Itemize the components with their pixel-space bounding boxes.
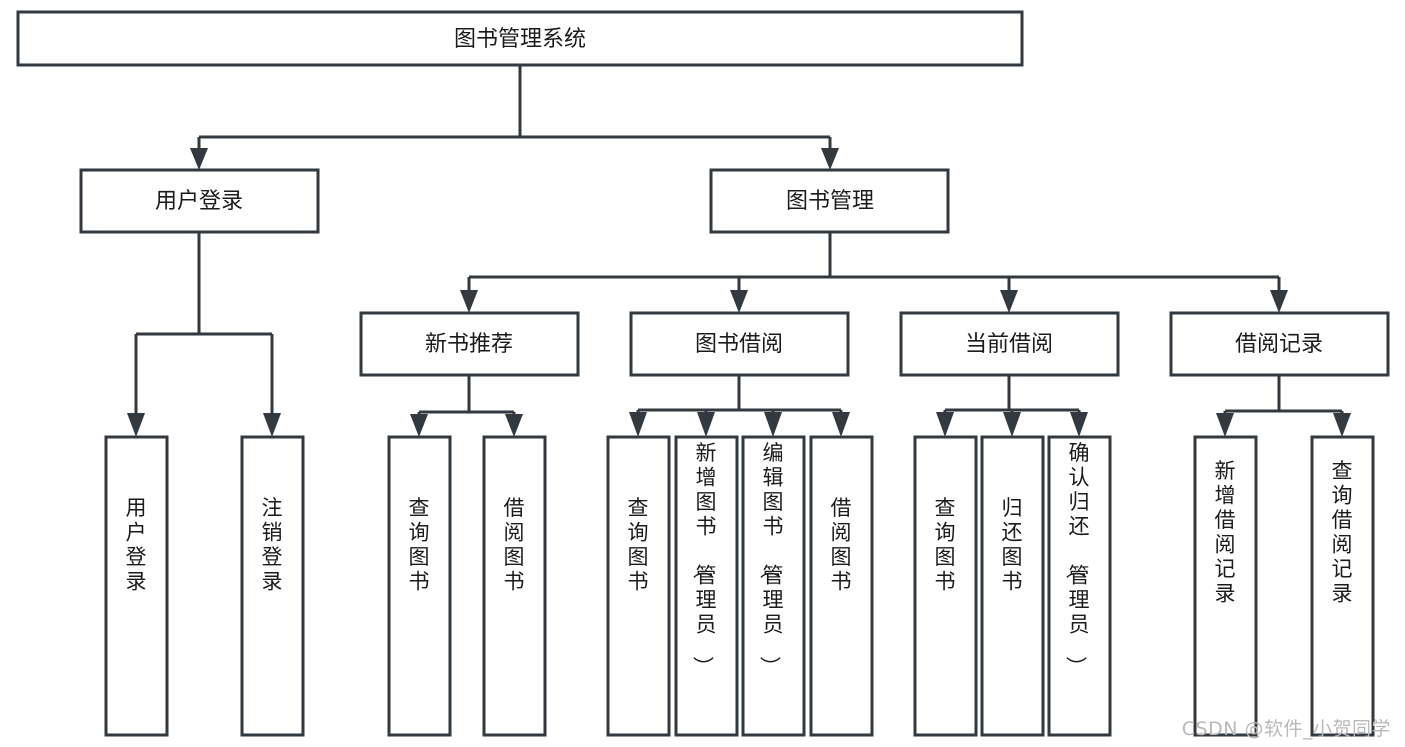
node-box: [240, 435, 305, 737]
node-book-management[interactable]: 图书管理: [709, 168, 950, 234]
node-leaf-confirm-return[interactable]: 确认归还（管理员）: [1047, 435, 1112, 737]
arrow-head-leaf-query-book-3: [936, 412, 954, 437]
arrow-head-leaf-add-record: [1216, 413, 1234, 437]
node-borrow-record[interactable]: 借阅记录: [1169, 311, 1390, 377]
node-box: [674, 435, 739, 737]
node-box: [709, 168, 950, 234]
node-box: [899, 311, 1120, 377]
node-box: [1310, 435, 1375, 737]
node-current-borrow[interactable]: 当前借阅: [899, 311, 1120, 377]
node-box: [1047, 435, 1112, 737]
csdn-watermark: CSDN @软件_小贺同学: [1181, 718, 1391, 740]
node-box: [809, 435, 874, 737]
node-box: [387, 435, 452, 737]
arrow-head-current-borrow: [1000, 290, 1018, 313]
arrow-head-new-book-recommend: [460, 290, 478, 313]
arrow-head-leaf-borrow-book-2: [832, 412, 850, 437]
arrow-head-leaf-query-book-1: [410, 414, 428, 437]
node-new-book-recommend[interactable]: 新书推荐: [359, 311, 580, 377]
node-leaf-return-book[interactable]: 归还图书: [980, 435, 1045, 737]
node-label: 归还图书: [1002, 496, 1023, 594]
arrow-head-leaf-edit-book: [764, 412, 782, 437]
arrow-head-borrow-record: [1270, 290, 1288, 313]
arrow-head-book-management: [821, 148, 839, 170]
arrow-head-leaf-borrow-book-1: [505, 414, 523, 437]
node-label: 确认归还（管理员）: [1064, 441, 1090, 677]
node-label: 查询图书: [409, 496, 430, 594]
node-label: 查询图书: [628, 496, 649, 594]
node-leaf-query-book-2[interactable]: 查询图书: [606, 435, 671, 737]
arrow-head-user-login: [190, 148, 208, 170]
node-label: 用户登录: [155, 189, 243, 214]
node-box: [359, 311, 580, 377]
node-box: [1169, 311, 1390, 377]
node-leaf-query-record[interactable]: 查询借阅记录: [1310, 435, 1375, 737]
arrow-head-leaf-query-book-2: [629, 412, 647, 437]
node-box: [980, 435, 1045, 737]
node-label: 借阅图书: [504, 496, 525, 594]
arrow-head-leaf-user-login: [127, 413, 145, 437]
node-box: [1193, 435, 1258, 737]
node-box: [629, 311, 850, 377]
node-label: 新增借阅记录: [1215, 459, 1236, 606]
node-label: 图书管理系统: [454, 27, 586, 52]
node-box: [104, 435, 169, 737]
node-box: [606, 435, 671, 737]
arrow-head-leaf-return-book: [1003, 412, 1021, 437]
node-label: 编辑图书（管理员）: [758, 441, 784, 677]
node-leaf-user-login[interactable]: 用户登录: [104, 435, 169, 737]
node-leaf-edit-book[interactable]: 编辑图书（管理员）: [741, 435, 806, 737]
node-label: 当前借阅: [965, 332, 1053, 357]
node-leaf-add-book[interactable]: 新增图书（管理员）: [674, 435, 739, 737]
node-box: [913, 435, 978, 737]
node-label: 查询图书: [935, 496, 956, 594]
node-leaf-query-book-3[interactable]: 查询图书: [913, 435, 978, 737]
node-leaf-add-record[interactable]: 新增借阅记录: [1193, 435, 1258, 737]
node-label: 查询借阅记录: [1332, 459, 1353, 606]
node-label: 图书管理: [786, 189, 874, 214]
arrow-head-leaf-add-book: [697, 412, 715, 437]
node-box: [16, 10, 1024, 67]
node-label: 借阅图书: [831, 496, 852, 594]
arrow-head-leaf-confirm-return: [1070, 412, 1088, 437]
arrow-head-leaf-query-record: [1333, 413, 1351, 437]
node-label: 注销登录: [262, 496, 283, 594]
node-leaf-logout-login[interactable]: 注销登录: [240, 435, 305, 737]
arrow-head-book-borrow: [730, 290, 748, 313]
node-label: 借阅记录: [1235, 332, 1323, 357]
node-book-borrow[interactable]: 图书借阅: [629, 311, 850, 377]
node-user-login[interactable]: 用户登录: [79, 168, 320, 234]
arrow-head-leaf-logout-login: [263, 413, 281, 437]
node-leaf-query-book-1[interactable]: 查询图书: [387, 435, 452, 737]
node-label: 新书推荐: [425, 332, 513, 357]
connector-layer: [127, 65, 1351, 437]
node-book-management-system[interactable]: 图书管理系统: [16, 10, 1024, 67]
node-box: [741, 435, 806, 737]
node-leaf-borrow-book-1[interactable]: 借阅图书: [482, 435, 547, 737]
node-leaf-borrow-book-2[interactable]: 借阅图书: [809, 435, 874, 737]
node-box: [79, 168, 320, 234]
node-label: 新增图书（管理员）: [691, 441, 717, 677]
node-box: [482, 435, 547, 737]
node-label: 图书借阅: [695, 332, 783, 357]
node-label: 用户登录: [126, 496, 147, 594]
